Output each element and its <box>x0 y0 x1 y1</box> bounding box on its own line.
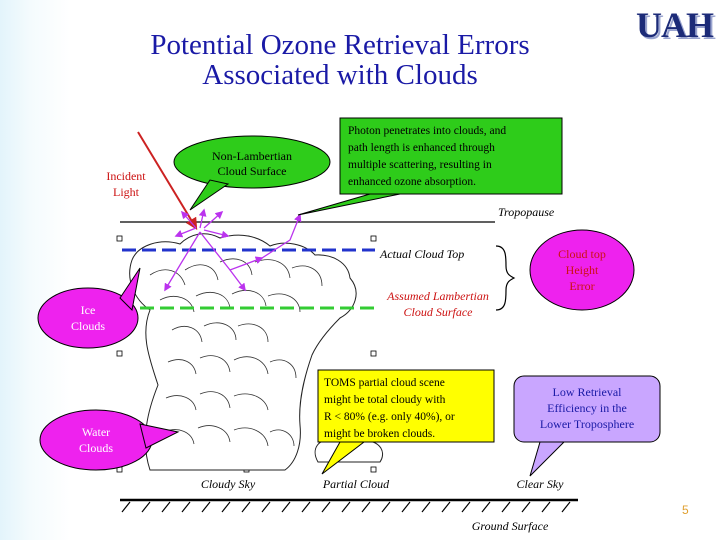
cloud-top-error-line-3: Error <box>569 279 594 293</box>
uah-logo: UAH <box>636 5 714 45</box>
water-clouds-callout: Water Clouds <box>39 409 180 471</box>
photon-callout: Photon penetrates into clouds, and path … <box>297 117 563 216</box>
tropopause-label: Tropopause <box>498 205 555 219</box>
low-retrieval-callout: Low Retrieval Efficiency in the Lower Tr… <box>513 375 661 477</box>
low-retrieval-line-3: Lower Troposphere <box>540 417 634 431</box>
low-retrieval-line-2: Efficiency in the <box>547 401 627 415</box>
photon-text-line-2: path length is enhanced through <box>348 142 495 154</box>
cloud-top-error-callout: Cloud top Height Error <box>529 229 635 311</box>
incident-light-ray <box>137 131 198 231</box>
cloudy-sky-label: Cloudy Sky <box>201 477 256 491</box>
slide-title: Potential Ozone Retrieval Errors Associa… <box>60 30 620 90</box>
toms-text-line-1: TOMS partial cloud scene <box>324 377 445 389</box>
low-retrieval-line-1: Low Retrieval <box>553 385 623 399</box>
toms-text-line-2: might be total cloudy with <box>324 394 446 406</box>
toms-text-line-4: might be broken clouds. <box>324 428 435 440</box>
ice-clouds-line-2: Clouds <box>71 319 105 333</box>
cloud-body <box>129 233 357 471</box>
actual-cloud-top-label: Actual Cloud Top <box>379 247 464 261</box>
ground-surface: Ground Surface <box>120 498 578 533</box>
ground-surface-label: Ground Surface <box>472 519 549 533</box>
ice-clouds-callout: Ice Clouds <box>37 267 141 349</box>
error-brace <box>495 245 516 311</box>
partial-cloud-label: Partial Cloud <box>322 477 390 491</box>
incident-light-line-1: Incident <box>106 169 146 183</box>
toms-text-line-3: R < 80% (e.g. only 40%), or <box>324 411 455 423</box>
assumed-lambertian-line-2: Cloud Surface <box>404 305 474 319</box>
clear-sky-label: Clear Sky <box>517 477 565 491</box>
page-number: 5 <box>682 503 689 517</box>
title-line-1: Potential Ozone Retrieval Errors <box>150 29 530 61</box>
cloud-top-error-line-1: Cloud top <box>558 247 606 261</box>
water-clouds-line-2: Clouds <box>79 441 113 455</box>
cloud-top-error-line-2: Height <box>566 263 599 277</box>
ice-clouds-line-1: Ice <box>81 303 96 317</box>
title-line-2: Associated with Clouds <box>202 59 478 91</box>
incident-light-line-2: Light <box>113 185 140 199</box>
water-clouds-line-1: Water <box>82 425 110 439</box>
non-lambertian-callout: Non-Lambertian Cloud Surface <box>173 135 331 211</box>
photon-text-line-1: Photon penetrates into clouds, and <box>348 125 506 137</box>
photon-text-line-4: enhanced ozone absorption. <box>348 176 476 188</box>
assumed-lambertian-line-1: Assumed Lambertian <box>386 289 489 303</box>
non-lambertian-line-2: Cloud Surface <box>218 164 287 178</box>
scattered-photons <box>164 208 302 292</box>
toms-callout: TOMS partial cloud scene might be total … <box>317 369 495 475</box>
non-lambertian-line-1: Non-Lambertian <box>212 149 292 163</box>
photon-text-line-3: multiple scattering, resulting in <box>348 159 492 171</box>
